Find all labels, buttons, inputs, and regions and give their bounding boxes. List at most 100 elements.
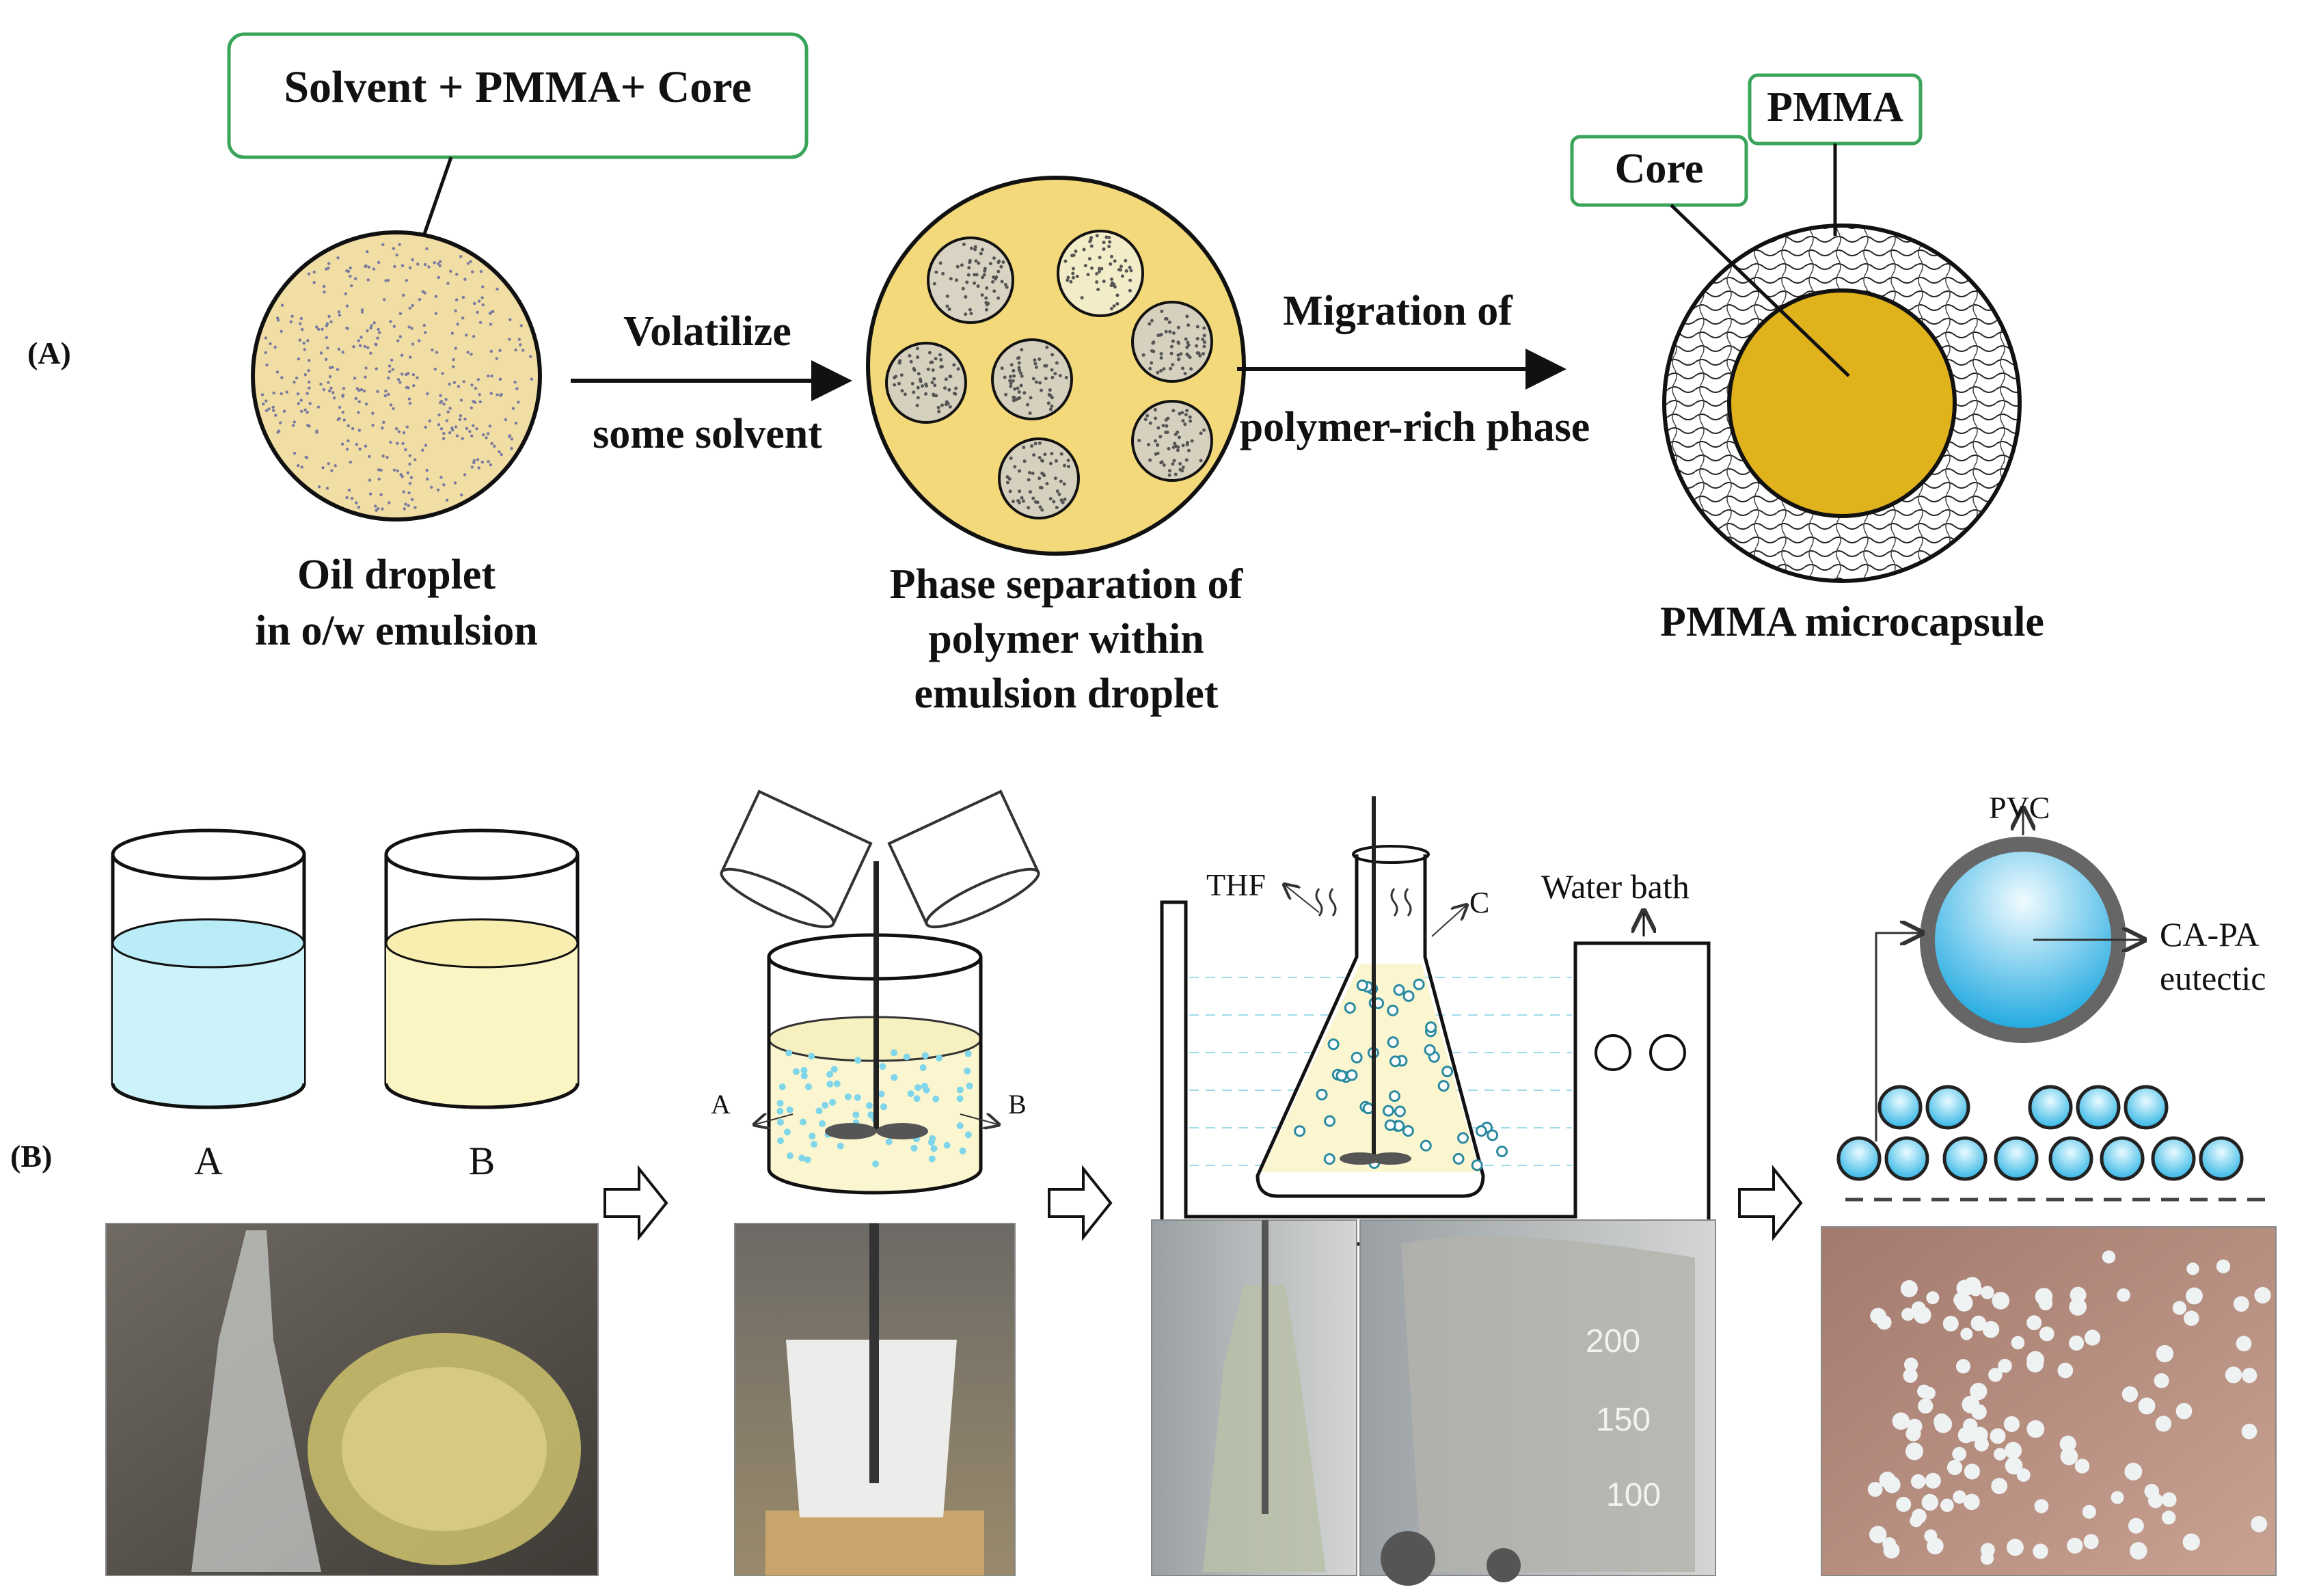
speckle bbox=[508, 434, 512, 437]
microcapsule-bead bbox=[1960, 1327, 1973, 1340]
speckle bbox=[347, 424, 350, 428]
speckle bbox=[303, 373, 307, 377]
blob-speckle bbox=[1074, 249, 1078, 254]
blob-speckle bbox=[1080, 296, 1084, 300]
speckle bbox=[389, 320, 392, 323]
speckle bbox=[377, 327, 380, 332]
mix-droplet bbox=[792, 1068, 800, 1075]
blob-speckle bbox=[1048, 407, 1053, 411]
blob-speckle bbox=[1151, 341, 1155, 345]
blob-speckle bbox=[1055, 506, 1059, 510]
blob-speckle bbox=[1088, 239, 1092, 243]
speckle bbox=[409, 476, 413, 479]
speckle bbox=[376, 390, 379, 393]
blob-speckle bbox=[927, 351, 932, 355]
speckle bbox=[381, 507, 384, 511]
flask-droplet bbox=[1496, 1146, 1508, 1158]
caption-oil-droplet-line1: Oil droplet bbox=[297, 552, 496, 598]
blob-speckle bbox=[1089, 244, 1094, 248]
microcapsule-bead bbox=[1992, 1292, 2010, 1310]
speckle bbox=[470, 434, 474, 438]
blob-speckle bbox=[956, 367, 960, 371]
blob-speckle bbox=[1195, 336, 1199, 340]
blob-speckle bbox=[903, 392, 907, 396]
blob-speckle bbox=[962, 242, 966, 246]
speckle bbox=[517, 401, 520, 404]
blob-speckle bbox=[1089, 236, 1094, 240]
speckle bbox=[364, 366, 368, 370]
speckle bbox=[425, 477, 429, 481]
microcapsule-bead bbox=[2186, 1262, 2199, 1275]
blob-speckle bbox=[919, 377, 923, 381]
speckle bbox=[521, 349, 525, 352]
mix-droplet bbox=[811, 1141, 818, 1148]
speckle bbox=[425, 247, 429, 251]
speckle bbox=[328, 375, 332, 379]
callout-core-box bbox=[1570, 135, 1748, 207]
speckle bbox=[481, 303, 485, 307]
blob-speckle bbox=[1181, 465, 1185, 470]
speckle bbox=[439, 427, 444, 431]
polymer-blob bbox=[991, 338, 1073, 420]
speckle bbox=[446, 410, 450, 414]
flask-droplet bbox=[1344, 1001, 1356, 1014]
blob-speckle bbox=[1109, 278, 1113, 282]
blob-speckle bbox=[1147, 443, 1151, 447]
speckle bbox=[342, 387, 346, 390]
microcapsule-bead bbox=[2236, 1336, 2252, 1352]
blob-speckle bbox=[1180, 411, 1184, 415]
speckle bbox=[260, 393, 264, 396]
speckle bbox=[400, 353, 404, 357]
blob-speckle bbox=[1071, 271, 1075, 275]
speckle bbox=[478, 393, 481, 396]
blob-speckle bbox=[1158, 435, 1163, 439]
speckle bbox=[407, 325, 411, 329]
blob-speckle bbox=[1040, 508, 1044, 512]
speckle bbox=[396, 469, 399, 473]
mix-droplet bbox=[854, 1057, 862, 1064]
blob-speckle bbox=[1033, 362, 1037, 366]
flask-droplet bbox=[1327, 1038, 1340, 1051]
microcapsule-bead bbox=[1982, 1321, 2000, 1338]
speckle bbox=[455, 273, 459, 276]
speckle bbox=[324, 357, 328, 361]
blob-speckle bbox=[947, 308, 951, 312]
caption-phase-line3: emulsion droplet bbox=[914, 671, 1219, 717]
microcapsule-bead bbox=[2254, 1286, 2271, 1304]
speckle bbox=[425, 469, 429, 472]
blob-speckle bbox=[992, 256, 996, 260]
microcapsule-bead bbox=[1972, 1426, 1988, 1444]
blob-speckle bbox=[1009, 375, 1013, 379]
blob-speckle bbox=[1161, 424, 1165, 428]
speckle bbox=[308, 380, 311, 384]
blob-speckle bbox=[1183, 371, 1187, 375]
blob-speckle bbox=[1009, 456, 1013, 460]
blob-speckle bbox=[1052, 500, 1056, 504]
scale-mark-150: 150 bbox=[1596, 1402, 1651, 1438]
blob-speckle bbox=[1086, 273, 1090, 277]
blob-speckle bbox=[1066, 458, 1070, 462]
flask-droplet bbox=[1471, 1159, 1483, 1172]
blob-speckle bbox=[1153, 408, 1157, 412]
speckle bbox=[293, 451, 297, 455]
speckle bbox=[368, 478, 372, 482]
speckle bbox=[511, 407, 515, 410]
blob-speckle bbox=[1189, 367, 1193, 371]
microcapsule-bead bbox=[2102, 1250, 2116, 1264]
microcapsule-sphere bbox=[1925, 1085, 1970, 1130]
speckle bbox=[403, 507, 406, 511]
blob-speckle bbox=[961, 286, 965, 290]
blob-speckle bbox=[897, 361, 901, 365]
mix-droplet bbox=[891, 1074, 898, 1081]
speckle bbox=[459, 414, 463, 418]
flask-droplet bbox=[1394, 1105, 1406, 1118]
blob-speckle bbox=[1178, 462, 1182, 466]
microcapsule-bead bbox=[2057, 1362, 2074, 1379]
speckle bbox=[290, 314, 294, 318]
blob-speckle bbox=[916, 386, 920, 390]
speckle bbox=[375, 509, 378, 512]
blob-speckle bbox=[1167, 469, 1171, 473]
mix-droplet bbox=[932, 1095, 940, 1103]
speckle bbox=[297, 463, 300, 468]
speckle bbox=[464, 334, 468, 337]
